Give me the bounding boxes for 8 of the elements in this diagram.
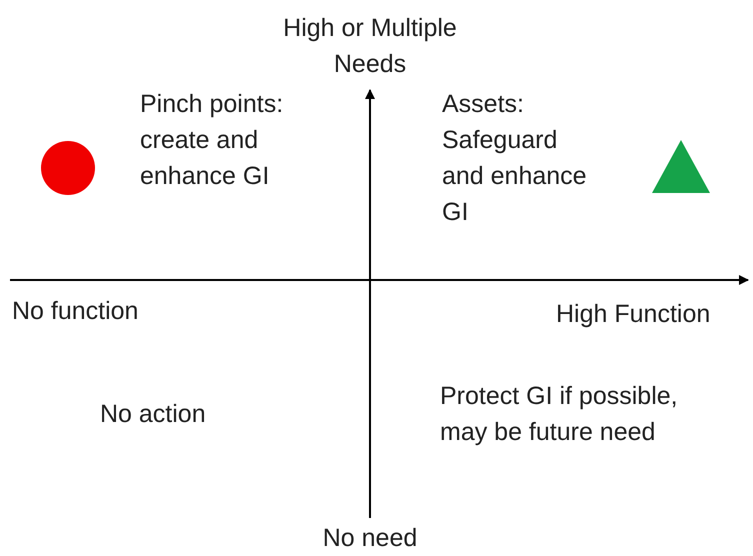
axis-label: No function xyxy=(12,296,140,327)
quadrant-label: No action xyxy=(100,399,207,430)
quadrant-label: Protect GI if possible, may be future need xyxy=(440,381,679,448)
axis-label: No need xyxy=(322,523,418,554)
axis-label: High or Multiple Needs xyxy=(282,13,458,80)
axis-label: High Function xyxy=(556,299,712,330)
quadrant-label: Assets: Safeguard and enhance GI xyxy=(442,89,588,228)
quadrant-label: Pinch points: create and enhance GI xyxy=(140,89,284,192)
